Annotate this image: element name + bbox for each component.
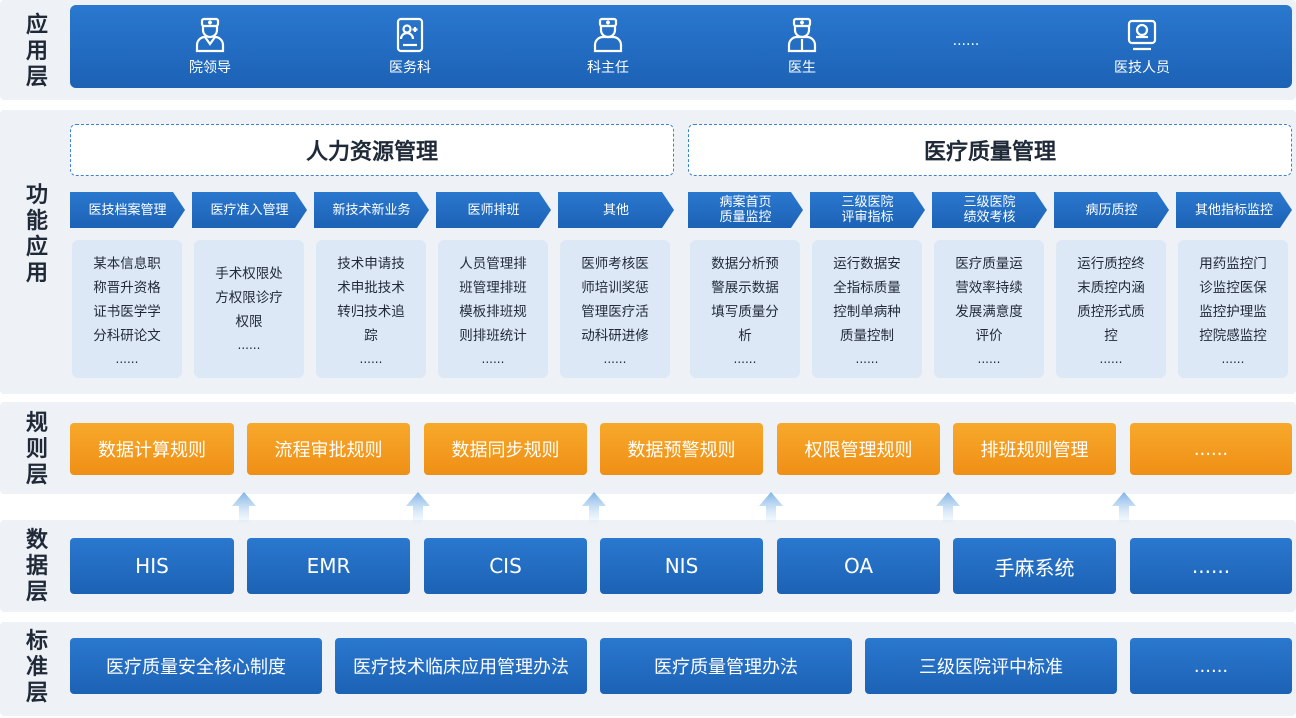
tab-2[interactable]: 新技术新业务	[314, 192, 429, 228]
data-layer-label: 数据层	[25, 528, 48, 605]
data-system-5[interactable]: 手麻系统	[953, 538, 1116, 594]
doctor-icon	[787, 17, 817, 53]
group-quality-management: 医疗质量管理	[688, 124, 1292, 176]
up-arrow-icon	[759, 492, 783, 524]
card-7: 医疗质量运营效率持续发展满意度评价......	[934, 240, 1044, 378]
up-arrow-icon	[406, 492, 430, 524]
app-item-label: 医技人员	[1114, 60, 1170, 76]
tab-6[interactable]: 三级医院 评审指标	[810, 192, 925, 228]
rule-layer-label: 规则层	[25, 411, 48, 488]
app-item-department-head[interactable]: 科主任	[548, 17, 668, 77]
data-system-0[interactable]: HIS	[70, 538, 234, 594]
card-6: 运行数据安全指标质量控制单病种质量控制......	[812, 240, 922, 378]
app-item-label: 院领导	[189, 60, 231, 76]
tab-4[interactable]: 其他	[558, 192, 674, 228]
tab-3[interactable]: 医师排班	[436, 192, 551, 228]
app-item-medical-affairs[interactable]: 医务科	[350, 17, 470, 77]
card-5: 数据分析预警展示数据填写质量分析......	[690, 240, 800, 378]
standard-2[interactable]: 医疗质量管理办法	[600, 638, 852, 694]
card-0: 某本信息职称晋升资格证书医学学分科研论文......	[72, 240, 182, 378]
card-1: 手术权限处方权限诊疗权限......	[194, 240, 304, 378]
department-head-icon	[593, 17, 623, 53]
card-9: 用药监控门诊监控医保监控护理监控院感监控......	[1178, 240, 1288, 378]
tab-5[interactable]: 病案首页 质量监控	[688, 192, 803, 228]
tab-7[interactable]: 三级医院 绩效考核	[932, 192, 1047, 228]
card-2: 技术申请技术申批技术转归技术追踪......	[316, 240, 426, 378]
data-system-6[interactable]: ......	[1130, 538, 1292, 594]
function-layer-label: 功能应用	[25, 183, 48, 286]
group-title: 人力资源管理	[305, 140, 438, 165]
rule-4[interactable]: 权限管理规则	[777, 423, 940, 475]
data-system-2[interactable]: CIS	[424, 538, 587, 594]
up-arrow-icon	[582, 492, 606, 524]
app-item-more: ......	[952, 33, 980, 49]
tab-0[interactable]: 医技档案管理	[70, 192, 185, 228]
card-8: 运行质控终末质控内涵质控形式质控......	[1056, 240, 1166, 378]
up-arrow-icon	[1112, 492, 1136, 524]
tab-9[interactable]: 其他指标监控	[1176, 192, 1292, 228]
standard-1[interactable]: 医疗技术临床应用管理办法	[335, 638, 587, 694]
rule-1[interactable]: 流程审批规则	[247, 423, 410, 475]
up-arrow-icon	[936, 492, 960, 524]
doctor-leader-icon	[195, 17, 225, 53]
group-title: 医疗质量管理	[923, 140, 1056, 165]
monitor-icon	[1127, 19, 1157, 51]
data-system-3[interactable]: NIS	[600, 538, 763, 594]
rule-6[interactable]: ......	[1130, 423, 1292, 475]
tab-1[interactable]: 医疗准入管理	[192, 192, 307, 228]
rule-5[interactable]: 排班规则管理	[953, 423, 1116, 475]
data-system-4[interactable]: OA	[777, 538, 940, 594]
standard-3[interactable]: 三级医院评中标准	[865, 638, 1117, 694]
standard-layer-label: 标准层	[25, 629, 48, 706]
rule-3[interactable]: 数据预警规则	[600, 423, 763, 475]
group-hr-management: 人力资源管理	[70, 124, 674, 176]
app-item-leader[interactable]: 院领导	[150, 17, 270, 77]
medical-card-icon	[396, 17, 424, 53]
data-system-1[interactable]: EMR	[247, 538, 410, 594]
rule-0[interactable]: 数据计算规则	[70, 423, 234, 475]
card-3: 人员管理排班管理排班模板排班规则排班统计......	[438, 240, 548, 378]
standard-0[interactable]: 医疗质量安全核心制度	[70, 638, 322, 694]
app-item-label: 医务科	[389, 60, 431, 76]
card-4: 医师考核医师培训奖惩管理医疗活动科研进修......	[560, 240, 670, 378]
app-item-technician[interactable]: 医技人员	[1082, 17, 1202, 77]
app-item-doctor[interactable]: 医生	[742, 17, 862, 77]
up-arrow-icon	[232, 492, 256, 524]
tab-8[interactable]: 病历质控	[1054, 192, 1169, 228]
app-item-label: 医生	[788, 60, 816, 76]
app-layer-bar: 院领导 医务科 科主任 医生 ...... 医技人员	[70, 5, 1292, 88]
standard-4[interactable]: ......	[1130, 638, 1292, 694]
app-layer-label: 应用层	[25, 13, 48, 90]
app-item-label: 科主任	[587, 60, 629, 76]
rule-2[interactable]: 数据同步规则	[424, 423, 587, 475]
